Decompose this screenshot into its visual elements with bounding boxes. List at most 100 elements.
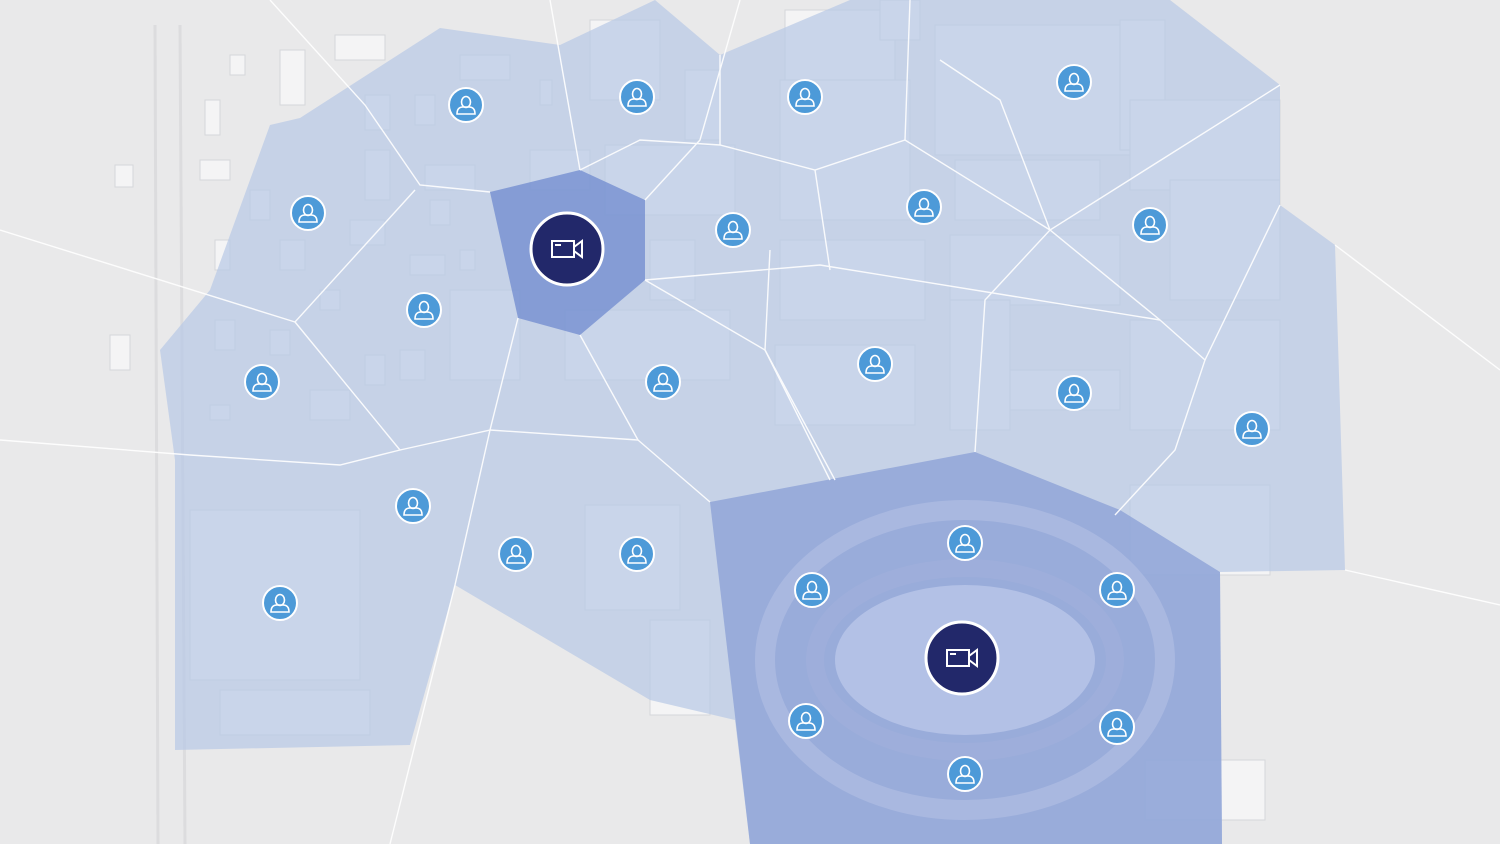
user-marker[interactable] (395, 488, 431, 524)
user-marker[interactable] (406, 292, 442, 328)
user-icon (723, 220, 743, 240)
building (199, 159, 231, 181)
building (114, 164, 134, 188)
cell-border-line (579, 139, 1206, 516)
user-marker-circle (788, 703, 824, 739)
building (229, 54, 246, 76)
user-marker-circle (1056, 375, 1092, 411)
user-marker[interactable] (787, 79, 823, 115)
user-marker[interactable] (619, 79, 655, 115)
user-marker-circle (1234, 411, 1270, 447)
user-marker[interactable] (1099, 572, 1135, 608)
user-marker[interactable] (1056, 375, 1092, 411)
user-marker[interactable] (1234, 411, 1270, 447)
building (334, 34, 386, 61)
markers-layer (244, 64, 1270, 792)
user-marker-circle (290, 195, 326, 231)
user-marker-circle (262, 585, 298, 621)
user-marker-circle (947, 756, 983, 792)
user-icon (865, 354, 885, 374)
user-marker[interactable] (906, 189, 942, 225)
user-icon (252, 372, 272, 392)
user-marker-circle (947, 525, 983, 561)
user-marker[interactable] (645, 364, 681, 400)
user-marker[interactable] (794, 572, 830, 608)
user-icon (456, 95, 476, 115)
cell-border-line (1344, 569, 1500, 606)
camera-marker[interactable] (529, 211, 605, 287)
cell-border-line (549, 0, 581, 171)
user-icon (506, 544, 526, 564)
user-marker[interactable] (1056, 64, 1092, 100)
user-marker[interactable] (498, 536, 534, 572)
user-icon (795, 87, 815, 107)
user-marker[interactable] (619, 536, 655, 572)
user-icon (1107, 580, 1127, 600)
camera-marker[interactable] (924, 620, 1000, 696)
cell-border-line (644, 0, 741, 201)
user-marker-circle (1132, 207, 1168, 243)
user-marker-circle (244, 364, 280, 400)
user-marker[interactable] (947, 525, 983, 561)
user-icon (653, 372, 673, 392)
user-marker-circle (715, 212, 751, 248)
user-icon (1140, 215, 1160, 235)
user-marker-circle (498, 536, 534, 572)
user-marker[interactable] (244, 364, 280, 400)
cell-border-line (389, 584, 456, 844)
user-icon (796, 711, 816, 731)
building (279, 49, 306, 106)
user-marker-circle (395, 488, 431, 524)
user-marker-circle (857, 346, 893, 382)
user-marker-circle (1099, 709, 1135, 745)
user-marker[interactable] (857, 346, 893, 382)
user-icon (802, 580, 822, 600)
user-icon (914, 197, 934, 217)
user-icon (1107, 717, 1127, 737)
building (109, 334, 131, 371)
camera-marker-circle (529, 211, 605, 287)
user-marker-circle (406, 292, 442, 328)
user-marker[interactable] (448, 87, 484, 123)
user-icon (1242, 419, 1262, 439)
cell-border-line (269, 0, 491, 193)
user-icon (403, 496, 423, 516)
user-marker-circle (448, 87, 484, 123)
cell-border-line (904, 0, 911, 141)
cell-border-line (814, 169, 831, 271)
user-marker-circle (787, 79, 823, 115)
cell-border-line (0, 321, 402, 466)
camera-marker-circle (924, 620, 1000, 696)
user-marker-circle (645, 364, 681, 400)
video-camera-icon (946, 648, 978, 668)
user-icon (298, 203, 318, 223)
user-marker[interactable] (1099, 709, 1135, 745)
user-marker-circle (619, 79, 655, 115)
user-marker[interactable] (947, 756, 983, 792)
user-icon (955, 764, 975, 784)
cell-border-line (974, 84, 1281, 453)
user-icon (955, 533, 975, 553)
cell-border-line (579, 334, 639, 441)
cell-border-line (939, 59, 1051, 231)
video-camera-icon (551, 239, 583, 259)
user-marker[interactable] (715, 212, 751, 248)
building (204, 99, 221, 136)
user-marker-circle (619, 536, 655, 572)
user-icon (414, 300, 434, 320)
user-marker[interactable] (788, 703, 824, 739)
user-icon (627, 544, 647, 564)
user-icon (1064, 72, 1084, 92)
user-marker[interactable] (1132, 207, 1168, 243)
user-icon (1064, 383, 1084, 403)
cell-border-line (644, 264, 1161, 321)
cell-border-line (454, 429, 491, 586)
user-icon (627, 87, 647, 107)
user-icon (270, 593, 290, 613)
user-marker[interactable] (290, 195, 326, 231)
user-marker[interactable] (262, 585, 298, 621)
cell-border-line (1334, 244, 1500, 371)
cell-border-line (1204, 204, 1281, 361)
